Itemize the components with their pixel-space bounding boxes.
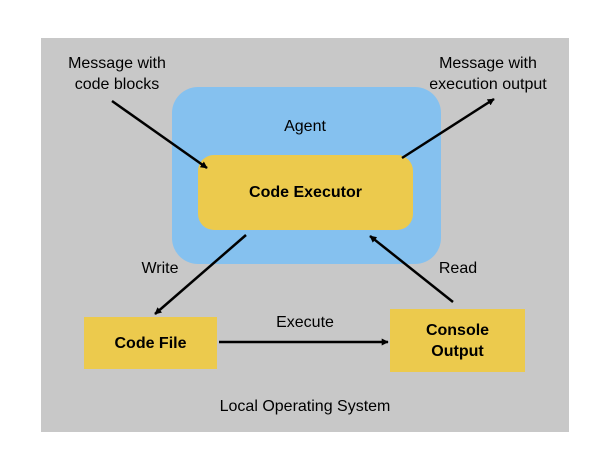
code-file-label: Code File [114, 334, 187, 352]
arrow-output-message [401, 97, 495, 160]
arrow-read [369, 235, 454, 303]
input-message-line-1: Message with [68, 55, 166, 72]
input-message-label: Message with code blocks [47, 53, 187, 95]
output-message-line-1: Message with [439, 55, 537, 72]
code-file-box [84, 317, 217, 369]
agent-label: Agent [284, 118, 326, 135]
code-executor-label: Code Executor [249, 184, 362, 201]
read-label: Read [438, 260, 478, 277]
local-os-label: Local Operating System [219, 398, 391, 415]
input-message-line-2: code blocks [74, 76, 160, 93]
execute-label: Execute [276, 314, 334, 331]
console-output-label: Console Output [390, 309, 525, 372]
arrow-input-message [111, 99, 208, 170]
arrow-write [154, 234, 247, 315]
code-executor-box [198, 155, 413, 230]
console-output-box [390, 309, 525, 372]
console-output-line-2: Output [431, 342, 484, 360]
console-output-line-1: Console [425, 321, 490, 339]
output-message-label: Message with execution output [408, 53, 568, 95]
output-message-line-2: execution output [429, 76, 547, 93]
write-label: Write [141, 260, 179, 277]
